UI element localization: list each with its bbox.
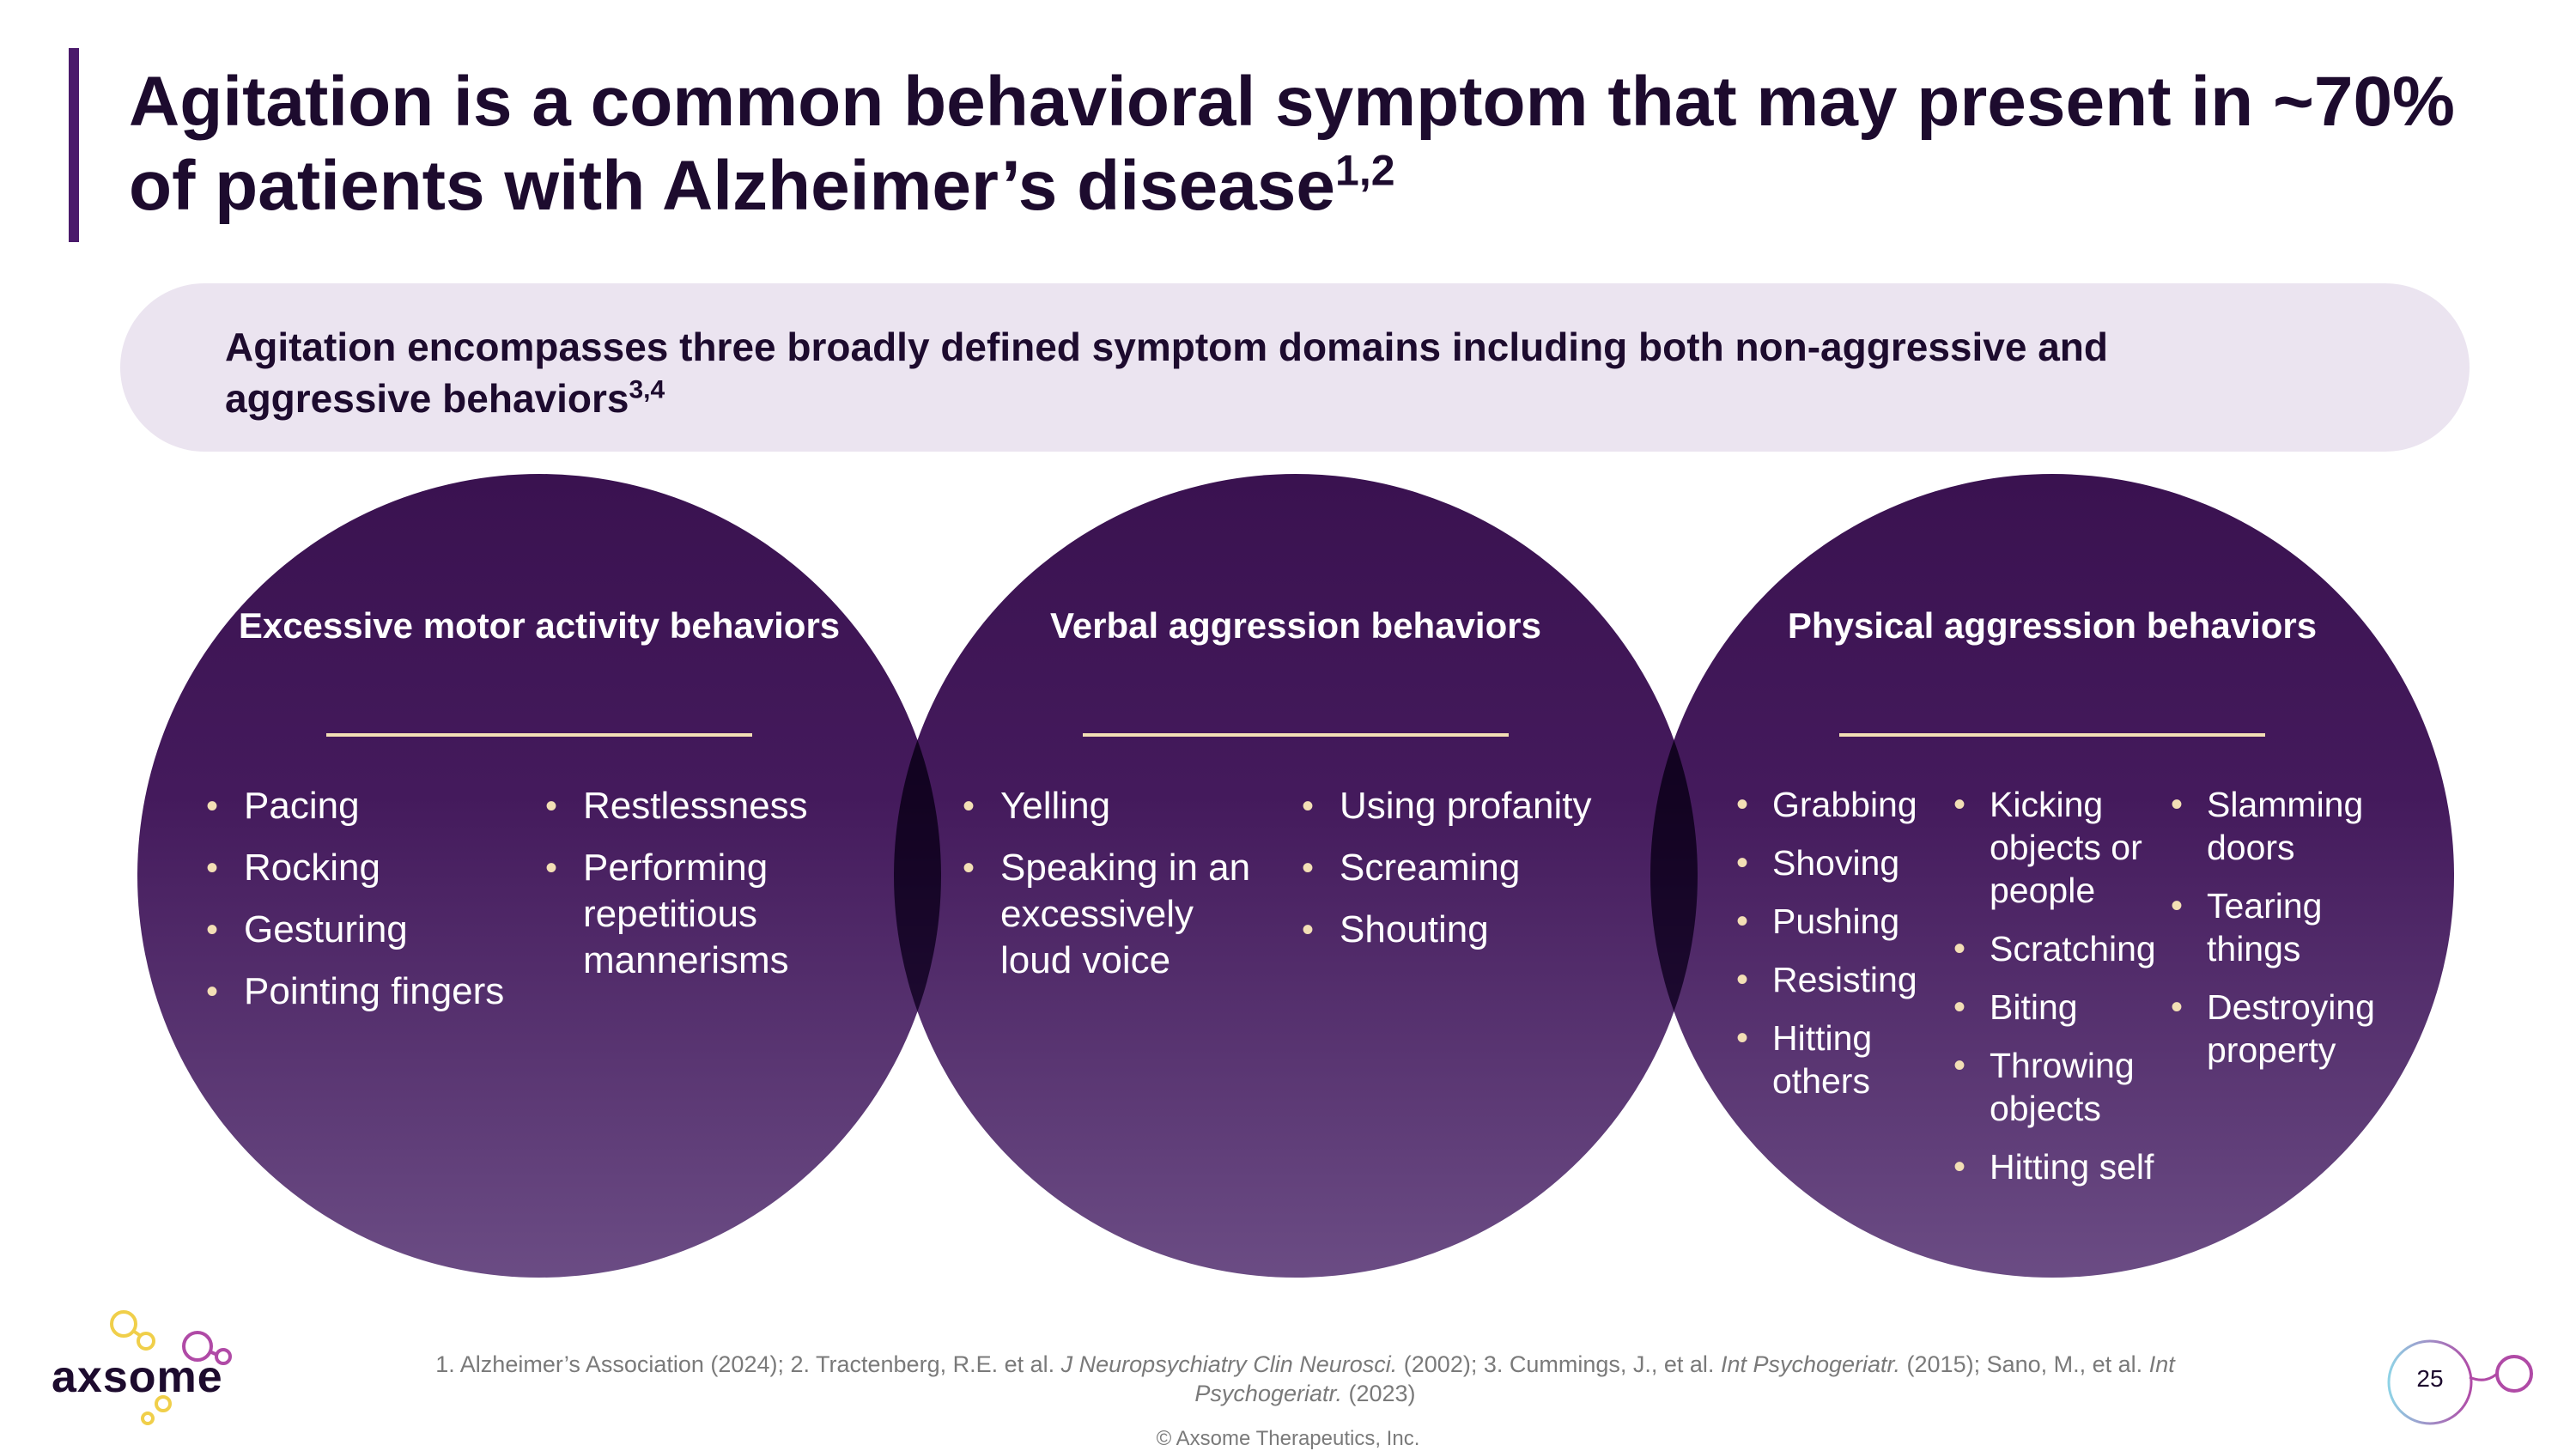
ref-journal: J Neuropsychiatry Clin Neurosci. bbox=[1060, 1351, 1398, 1377]
ref-journal: Int Psychogeriatr. bbox=[1194, 1351, 2175, 1406]
list-item: Kicking objects or people bbox=[1953, 783, 2160, 912]
list-item: Restlessness bbox=[545, 783, 829, 829]
list-item: Hitting self bbox=[1953, 1145, 2160, 1188]
ref-text: 1. Alzheimer’s Association (2024); 2. Tr… bbox=[435, 1351, 1061, 1377]
list-item: Rocking bbox=[206, 845, 507, 891]
domain-heading: Excessive motor activity behaviors bbox=[238, 605, 841, 646]
domain-circle-verbal: Verbal aggression behaviors Yelling Spea… bbox=[894, 474, 1698, 1278]
behavior-list: Yelling Speaking in an excessively loud … bbox=[963, 783, 1255, 999]
list-item: Screaming bbox=[1302, 845, 1628, 891]
ref-text: (2023) bbox=[1342, 1381, 1416, 1406]
logo-wordmark: axsome bbox=[52, 1352, 223, 1402]
behavior-list: Using profanity Screaming Shouting bbox=[1302, 783, 1628, 968]
list-item: Tearing things bbox=[2171, 884, 2385, 970]
behavior-list: Grabbing Shoving Pushing Resisting Hitti… bbox=[1736, 783, 1942, 1118]
ref-journal: Int Psychogeriatr. bbox=[1720, 1351, 1901, 1377]
title-accent-bar bbox=[69, 48, 79, 242]
list-item: Pointing fingers bbox=[206, 968, 507, 1015]
copyright: © Axsome Therapeutics, Inc. bbox=[1156, 1427, 1420, 1450]
ref-text: (2015); Sano, M., et al. bbox=[1900, 1351, 2149, 1377]
list-item: Performing repetitious mannerisms bbox=[545, 845, 829, 984]
behavior-list: Pacing Rocking Gesturing Pointing finger… bbox=[206, 783, 507, 1030]
page-number: 25 bbox=[2416, 1365, 2444, 1392]
list-item: Throwing objects bbox=[1953, 1044, 2160, 1130]
title-citation: 1,2 bbox=[1335, 146, 1395, 195]
list-item: Speaking in an excessively loud voice bbox=[963, 845, 1255, 984]
list-item: Grabbing bbox=[1736, 783, 1942, 826]
page-title: Agitation is a common behavioral symptom… bbox=[129, 60, 2533, 228]
heading-divider bbox=[326, 733, 752, 737]
domain-circle-motor: Excessive motor activity behaviors Pacin… bbox=[137, 474, 941, 1278]
list-item: Destroying property bbox=[2171, 986, 2385, 1072]
list-item: Yelling bbox=[963, 783, 1255, 829]
domain-circle-physical: Physical aggression behaviors Grabbing S… bbox=[1650, 474, 2454, 1278]
list-item: Resisting bbox=[1736, 958, 1942, 1001]
summary-banner: Agitation encompasses three broadly defi… bbox=[120, 283, 2470, 452]
behavior-list: Slamming doors Tearing things Destroying… bbox=[2171, 783, 2385, 1087]
banner-citation: 3,4 bbox=[629, 375, 665, 404]
list-item: Pacing bbox=[206, 783, 507, 829]
list-item: Using profanity bbox=[1302, 783, 1628, 829]
summary-banner-text: Agitation encompasses three broadly defi… bbox=[225, 325, 2108, 421]
heading-divider bbox=[1839, 733, 2265, 737]
axsome-logo: axsome bbox=[52, 1305, 275, 1425]
references: 1. Alzheimer’s Association (2024); 2. Tr… bbox=[361, 1350, 2250, 1408]
list-item: Hitting others bbox=[1736, 1017, 1942, 1102]
list-item: Gesturing bbox=[206, 907, 507, 953]
domain-heading: Verbal aggression behaviors bbox=[1050, 605, 1541, 646]
domain-heading: Physical aggression behaviors bbox=[1787, 605, 2318, 646]
page-title-text: Agitation is a common behavioral symptom… bbox=[129, 63, 2455, 225]
list-item: Biting bbox=[1953, 986, 2160, 1029]
ref-text: (2002); 3. Cummings, J., et al. bbox=[1397, 1351, 1721, 1377]
page-number-badge-icon bbox=[2387, 1339, 2533, 1425]
heading-divider bbox=[1083, 733, 1509, 737]
list-item: Slamming doors bbox=[2171, 783, 2385, 869]
list-item: Shouting bbox=[1302, 907, 1628, 953]
list-item: Pushing bbox=[1736, 900, 1942, 943]
behavior-list: Restlessness Performing repetitious mann… bbox=[545, 783, 829, 999]
behavior-list: Kicking objects or people Scratching Bit… bbox=[1953, 783, 2160, 1204]
summary-banner-text-wrap: Agitation encompasses three broadly defi… bbox=[225, 321, 2286, 424]
list-item: Scratching bbox=[1953, 927, 2160, 970]
logo-molecule-icon bbox=[110, 1310, 232, 1425]
list-item: Shoving bbox=[1736, 841, 1942, 884]
